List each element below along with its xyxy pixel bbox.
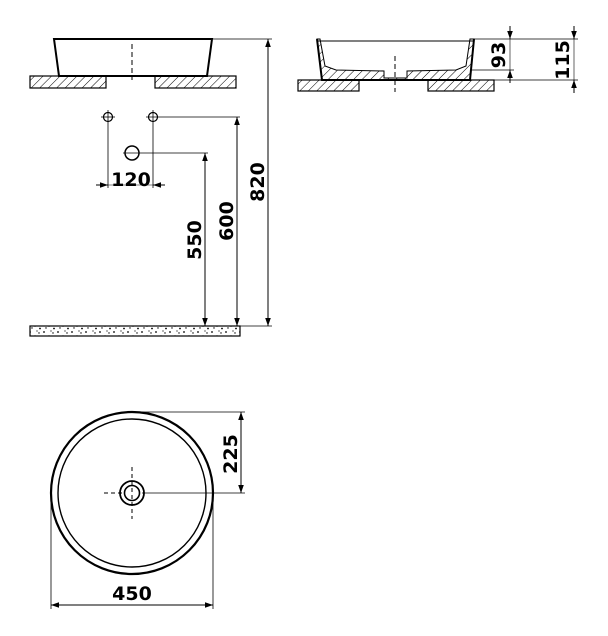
front-view <box>29 38 272 89</box>
dimension-600: 600 <box>216 117 240 326</box>
basin-front-outline <box>52 38 214 77</box>
section-countertop-left <box>297 79 360 92</box>
drain-height-label: 550 <box>184 220 206 260</box>
dimension-550: 550 <box>184 153 208 326</box>
tap-height-label: 600 <box>216 201 238 241</box>
inner-depth-label: 93 <box>488 42 510 68</box>
total-height-label: 820 <box>247 162 269 202</box>
hole-spacing-label: 120 <box>111 169 151 191</box>
section-countertop-right <box>427 79 495 92</box>
dimension-225: 225 <box>220 412 244 493</box>
top-view <box>49 410 245 609</box>
total-depth-label: 115 <box>552 40 574 80</box>
countertop-right <box>154 75 237 89</box>
dimension-93: 93 <box>488 26 513 83</box>
countertop-left <box>29 75 107 89</box>
tap-holes <box>101 110 240 188</box>
radius-label: 225 <box>220 434 242 474</box>
diameter-label: 450 <box>112 583 152 605</box>
basin-section-wall <box>316 38 475 81</box>
section-view <box>297 38 578 92</box>
dimension-450: 450 <box>51 583 213 608</box>
dimension-120: 120 <box>96 169 165 191</box>
dimension-115: 115 <box>552 26 577 93</box>
floor-slab <box>29 325 241 337</box>
drain-inner <box>123 484 141 502</box>
dimension-820: 820 <box>240 39 272 327</box>
